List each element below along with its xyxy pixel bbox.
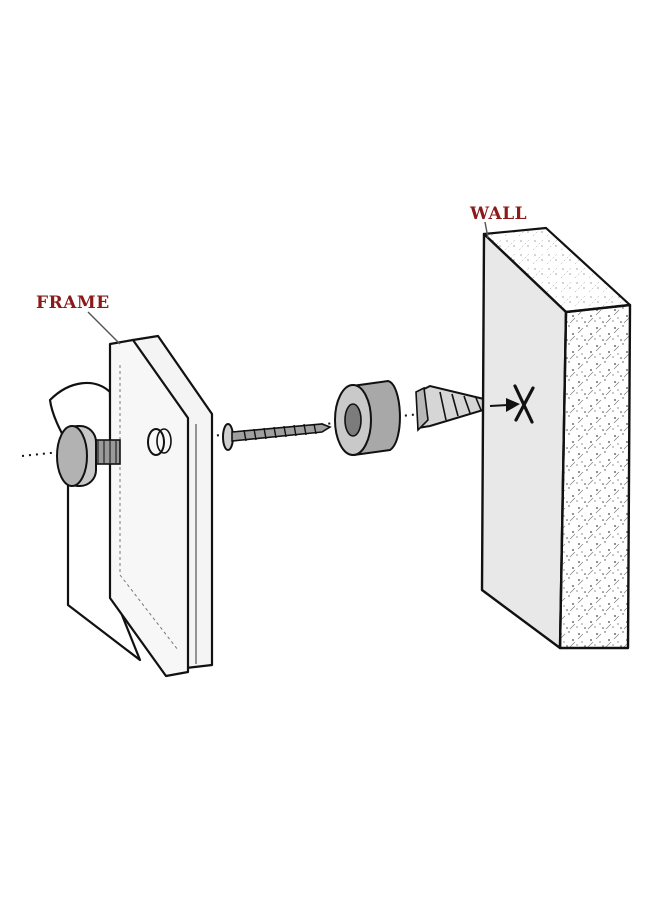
- direction-arrow: [489, 398, 520, 412]
- wood-screw: [222, 423, 332, 451]
- wall-leader-line: [484, 221, 489, 239]
- spacer-standoff: [334, 379, 401, 457]
- frame-leader-line: [87, 311, 121, 345]
- wall-label: WALL: [469, 204, 527, 224]
- drill-mark: [513, 384, 535, 424]
- frame-label: FRAME: [36, 293, 110, 313]
- glass-frame-panel: [108, 334, 214, 678]
- thumb-screw: [56, 425, 121, 487]
- wall-anchor: [415, 384, 492, 432]
- wall-block: [480, 226, 632, 650]
